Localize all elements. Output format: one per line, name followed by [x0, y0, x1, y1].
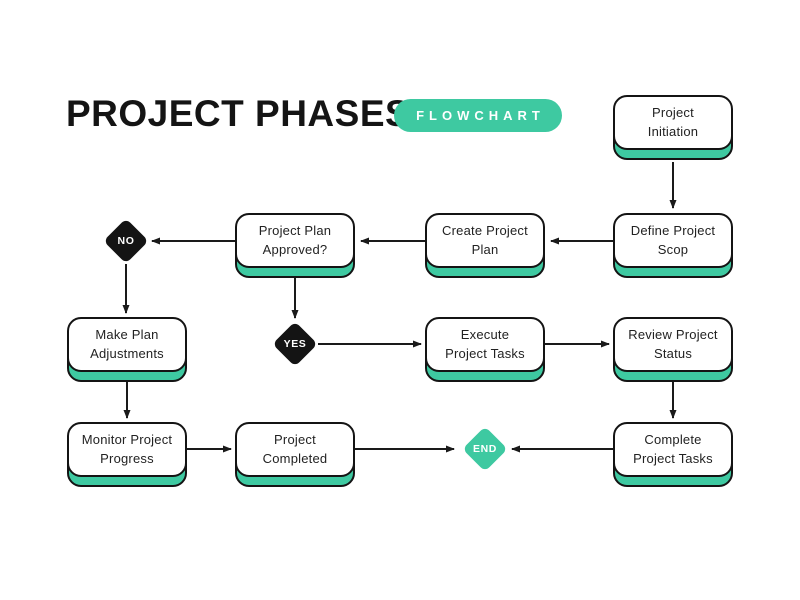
node-review-project-status: Review Project Status — [613, 317, 733, 382]
node-label: Project Completed — [262, 431, 328, 466]
node-face: Project Plan Approved? — [235, 213, 355, 268]
node-label: Execute Project Tasks — [445, 326, 525, 361]
node-label: Review Project Status — [628, 326, 718, 361]
node-project-initiation: Project Initiation — [613, 95, 733, 160]
diamond-label: NO — [117, 235, 135, 247]
flowchart-badge: FLOWCHART — [394, 99, 562, 132]
node-face: Monitor Project Progress — [67, 422, 187, 477]
node-project-plan-approved: Project Plan Approved? — [235, 213, 355, 278]
node-create-project-plan: Create Project Plan — [425, 213, 545, 278]
decision-no: NO — [103, 218, 149, 264]
node-face: Project Initiation — [613, 95, 733, 150]
node-execute-project-tasks: Execute Project Tasks — [425, 317, 545, 382]
diamond-label: YES — [283, 338, 307, 350]
node-label: Monitor Project Progress — [81, 431, 173, 466]
node-label: Complete Project Tasks — [633, 431, 713, 466]
node-face: Project Completed — [235, 422, 355, 477]
node-face: Make Plan Adjustments — [67, 317, 187, 372]
diamond-label: END — [473, 443, 497, 455]
node-label: Create Project Plan — [442, 222, 528, 257]
decision-yes: YES — [272, 321, 318, 367]
node-label: Project Initiation — [647, 104, 699, 139]
node-define-project-scope: Define Project Scop — [613, 213, 733, 278]
page-title: PROJECT PHASES — [66, 93, 411, 134]
node-face: Define Project Scop — [613, 213, 733, 268]
node-label: Define Project Scop — [630, 222, 716, 257]
node-face: Create Project Plan — [425, 213, 545, 268]
node-label: Make Plan Adjustments — [90, 326, 164, 361]
terminator-end: END — [462, 426, 508, 472]
node-monitor-project-progress: Monitor Project Progress — [67, 422, 187, 487]
node-complete-project-tasks: Complete Project Tasks — [613, 422, 733, 487]
node-make-plan-adjustments: Make Plan Adjustments — [67, 317, 187, 382]
node-face: Execute Project Tasks — [425, 317, 545, 372]
node-face: Complete Project Tasks — [613, 422, 733, 477]
node-face: Review Project Status — [613, 317, 733, 372]
node-project-completed: Project Completed — [235, 422, 355, 487]
node-label: Project Plan Approved? — [258, 222, 332, 257]
